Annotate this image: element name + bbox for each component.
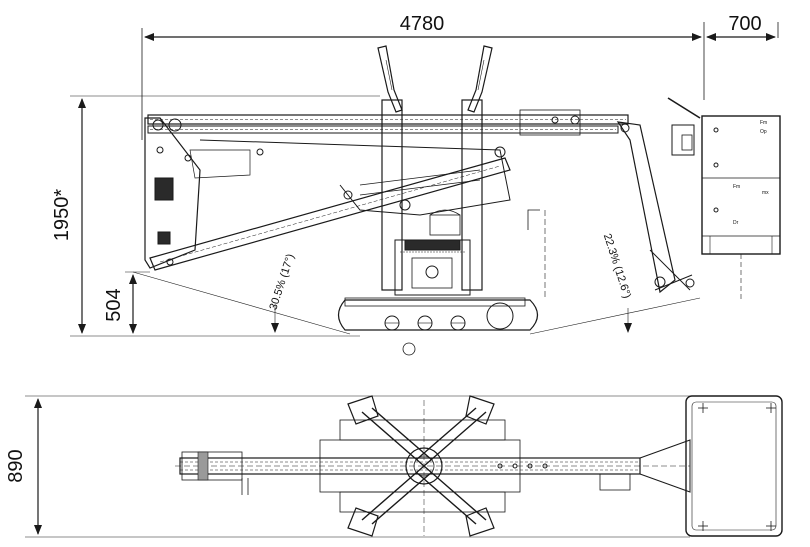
basket-panel-label-4: mx [762, 190, 769, 196]
outrigger-left [377, 45, 403, 113]
angle-label-rear: 22.3% (12.6°) [601, 232, 633, 300]
basket [701, 115, 781, 300]
boom-top [179, 451, 641, 495]
front-slope-line [132, 271, 351, 335]
jib-arm [616, 97, 701, 294]
outrigger-right [467, 45, 493, 113]
rear-slope-line [529, 297, 701, 335]
basket-panel-label-3: Fm [733, 184, 740, 190]
outriggers-top [361, 407, 487, 525]
dimension-label-length: 4780 [400, 13, 445, 35]
basket-top [639, 395, 783, 537]
bracket [527, 209, 540, 230]
top-view [25, 395, 783, 538]
boom-root [144, 117, 251, 269]
dimension-label-height: 1950* [51, 189, 73, 241]
angle-label-front: 30.5% (17°) [267, 253, 296, 312]
upper-boom [147, 109, 629, 136]
turntable-inner [413, 455, 435, 477]
track-top [339, 419, 506, 441]
linkage-arm [199, 139, 511, 216]
dimension-label-basket: 700 [728, 13, 761, 35]
track-bottom [339, 491, 506, 513]
lower-boom [149, 157, 511, 271]
track-undercarriage [337, 297, 539, 356]
dimension-label-width: 890 [5, 449, 27, 482]
outrigger-pads [347, 395, 495, 537]
basket-panel-label-2: Op [760, 129, 767, 135]
turntable [405, 447, 443, 485]
basket-panel-label-5: Dr [733, 220, 739, 226]
side-view: Fm Op Fm mx Dr [70, 22, 781, 356]
dimension-label-outrigger: 504 [103, 288, 125, 321]
basket-panel-label-1: Fm [760, 120, 767, 126]
